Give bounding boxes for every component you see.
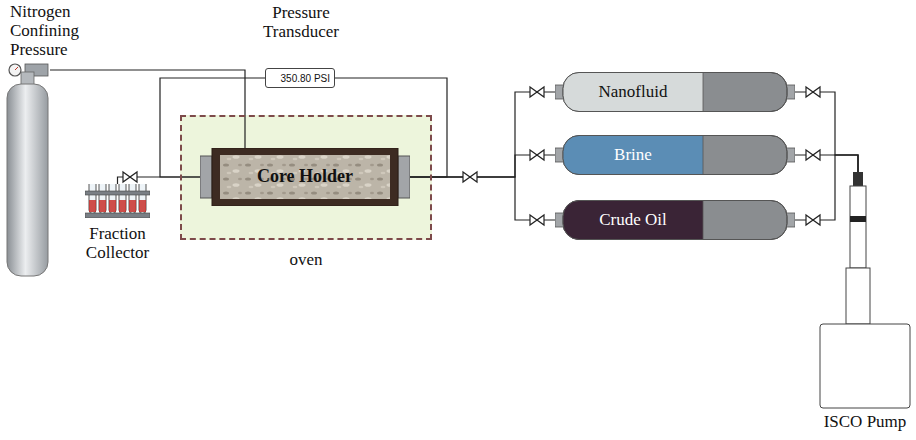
core-holder: Core Holder — [200, 148, 410, 206]
syringe-pump: ISCO Pump — [818, 172, 912, 410]
fluid-cylinder: Nanofluid — [555, 72, 795, 112]
valve-symbol — [530, 150, 544, 160]
fluid-cylinder-outline — [555, 72, 795, 112]
valve-symbol — [463, 172, 477, 182]
fraction-collector: Fraction Collector — [85, 184, 150, 218]
fraction-collector-outline — [85, 184, 150, 218]
cylinder-fluid-label: Nanofluid — [563, 72, 703, 112]
fluid-cylinder: Brine — [555, 135, 795, 175]
oven-fill — [180, 115, 432, 240]
valve-symbol — [530, 215, 544, 225]
pressure-display: Pressure Transducer350.80 PSI — [265, 68, 335, 88]
collector-label: Fraction Collector — [75, 224, 160, 262]
gas-cylinder-outline — [5, 62, 50, 278]
syringe-pump-outline — [818, 172, 912, 410]
pipe-line — [118, 177, 201, 184]
cylinder-label: Nitrogen Confining Pressure — [10, 2, 92, 59]
fluid-cylinder-outline — [555, 135, 795, 175]
oven-label: oven — [180, 250, 432, 269]
cylinder-fluid-label: Crude Oil — [563, 200, 703, 240]
cylinder-fluid-label: Brine — [563, 135, 703, 175]
core-holder-label: Core Holder — [220, 155, 390, 199]
pipe-line — [795, 155, 858, 220]
gas-cylinder: Nitrogen Confining Pressure — [5, 62, 50, 278]
pressure-reading: 350.80 PSI — [266, 69, 334, 87]
pipe-line — [795, 92, 858, 172]
valve-symbol — [530, 87, 544, 97]
valve-symbol — [806, 215, 820, 225]
pipe-line — [50, 70, 245, 148]
transducer-label: Pressure Transducer — [241, 3, 361, 41]
pipe-line — [795, 155, 858, 172]
fluid-cylinder-outline — [555, 200, 795, 240]
valve-symbol — [806, 150, 820, 160]
pump-label: ISCO Pump — [806, 412, 916, 431]
valve-symbol — [806, 87, 820, 97]
fluid-cylinder: Crude Oil — [555, 200, 795, 240]
valve-symbol — [123, 172, 137, 182]
oven-region: Core Holderoven — [180, 115, 432, 240]
